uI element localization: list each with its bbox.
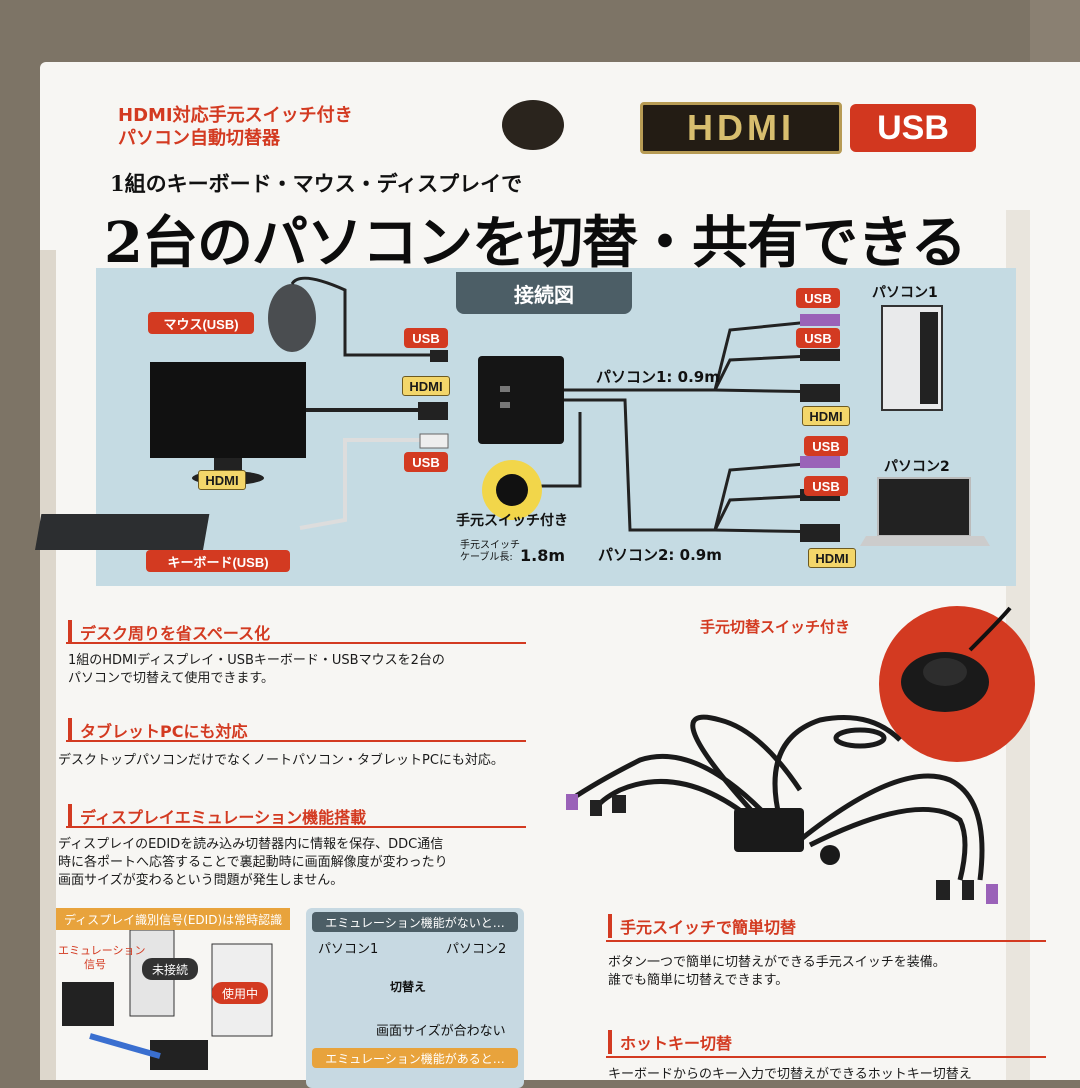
- pc2-cable-length: パソコン2: 0.9m: [598, 546, 722, 564]
- diagram-title: 接続図: [456, 272, 632, 314]
- in-use-badge: 使用中: [212, 982, 268, 1004]
- section-rule: [606, 1056, 1046, 1058]
- mouse-label: マウス(USB): [148, 312, 254, 334]
- subheadline: 1組のキーボード・マウス・ディスプレイで: [110, 171, 523, 196]
- section-rule: [606, 940, 1046, 942]
- emu-pc1-label: パソコン1: [318, 942, 379, 957]
- usb-tag-keyboard: USB: [404, 452, 448, 472]
- usb-tag-pc2-a: USB: [804, 436, 848, 456]
- edid-banner: ディスプレイ識別信号(EDID)は常時認識: [56, 908, 290, 930]
- headline: 2台のパソコンを切替・共有できる: [104, 210, 967, 276]
- signal-line-2: 信号: [84, 958, 106, 971]
- hdmi-tag-pc1: HDMI: [802, 406, 850, 426]
- section-rule: [66, 826, 526, 828]
- section-rule: [66, 642, 526, 644]
- emu-switch-word: 切替え: [390, 980, 427, 994]
- section-body-emulation: ディスプレイのEDIDを読み込み切替器内に情報を保存、DDC通信 時に各ポートへ…: [58, 836, 448, 890]
- s4-line-1: ボタン一つで簡単に切替えができる手元スイッチを装備。: [608, 955, 946, 970]
- pc2-label: パソコン2: [884, 459, 950, 475]
- s1-line-1: 1組のHDMIディスプレイ・USBキーボード・USBマウスを2台の: [68, 653, 445, 668]
- s3-line-3: 画面サイズが変わるという問題が発生しません。: [58, 873, 344, 888]
- product-line-2: パソコン自動切替器: [118, 128, 280, 149]
- section-body-hotkey: キーボードからのキー入力で切替えができるホットキー切替え: [608, 1067, 972, 1082]
- product-name: HDMI対応手元スイッチ付き パソコン自動切替器: [118, 104, 353, 150]
- s1-line-2: パソコンで切替えて使用できます。: [68, 671, 275, 686]
- section-title-space-saving: デスク周りを省スペース化: [68, 620, 270, 644]
- section-title-emulation: ディスプレイエミュレーション機能搭載: [68, 804, 366, 828]
- not-connected-badge: 未接続: [142, 958, 198, 980]
- hanger-hole: [502, 100, 564, 150]
- section-body-tablet: デスクトップパソコンだけでなくノートパソコン・タブレットPCにも対応。: [58, 753, 504, 768]
- section-title-hotkey: ホットキー切替: [608, 1030, 732, 1054]
- usb-tag-pc1-a: USB: [796, 288, 840, 308]
- section-title-tablet: タブレットPCにも対応: [68, 718, 247, 742]
- switch-cable-length: 1.8m: [520, 546, 566, 565]
- product-line-1: HDMI対応手元スイッチ付き: [118, 105, 353, 126]
- usb-tag-pc1-b: USB: [796, 328, 840, 348]
- hdmi-tag-monitor-cable: HDMI: [402, 376, 450, 396]
- emu-pc2-label: パソコン2: [446, 942, 507, 957]
- emulation-signal-label: エミュレーション 信号: [58, 944, 146, 972]
- with-emulation-heading: エミュレーション機能があると…: [312, 1048, 518, 1068]
- s3-line-1: ディスプレイのEDIDを読み込み切替器内に情報を保存、DDC通信: [58, 837, 444, 852]
- section-title-hand-switch: 手元スイッチで簡単切替: [608, 914, 796, 938]
- pc1-label: パソコン1: [872, 285, 938, 301]
- switch-cable-line-2: ケーブル長:: [460, 552, 513, 563]
- hdmi-tag-pc2: HDMI: [808, 548, 856, 568]
- switch-cable-caption: 手元スイッチ ケーブル長:: [460, 540, 520, 564]
- signal-line-1: エミュレーション: [58, 944, 146, 957]
- hdmi-logo: HDMI: [640, 102, 842, 154]
- usb-logo: USB: [850, 104, 976, 152]
- keyboard-label: キーボード(USB): [146, 550, 290, 572]
- pc1-cable-length: パソコン1: 0.9m: [596, 368, 720, 386]
- s3-line-2: 時に各ポートへ応答することで裏起動時に画面解像度が変わったり: [58, 855, 448, 870]
- section-rule: [66, 740, 526, 742]
- without-emulation-heading: エミュレーション機能がないと…: [312, 912, 518, 932]
- section-body-hand-switch: ボタン一つで簡単に切替えができる手元スイッチを装備。 誰でも簡単に切替えできます…: [608, 954, 946, 990]
- box-left-edge: [40, 250, 56, 1080]
- switch-cable-line-1: 手元スイッチ: [460, 540, 520, 551]
- usb-tag-mouse: USB: [404, 328, 448, 348]
- size-mismatch-text: 画面サイズが合わない: [376, 1024, 506, 1039]
- switch-callout: 手元切替スイッチ付き: [700, 618, 851, 636]
- usb-tag-pc2-b: USB: [804, 476, 848, 496]
- hdmi-tag-monitor: HDMI: [198, 470, 246, 490]
- hand-switch-label: 手元スイッチ付き: [456, 513, 568, 529]
- s4-line-2: 誰でも簡単に切替えできます。: [608, 973, 789, 988]
- section-body-space-saving: 1組のHDMIディスプレイ・USBキーボード・USBマウスを2台の パソコンで切…: [68, 652, 445, 688]
